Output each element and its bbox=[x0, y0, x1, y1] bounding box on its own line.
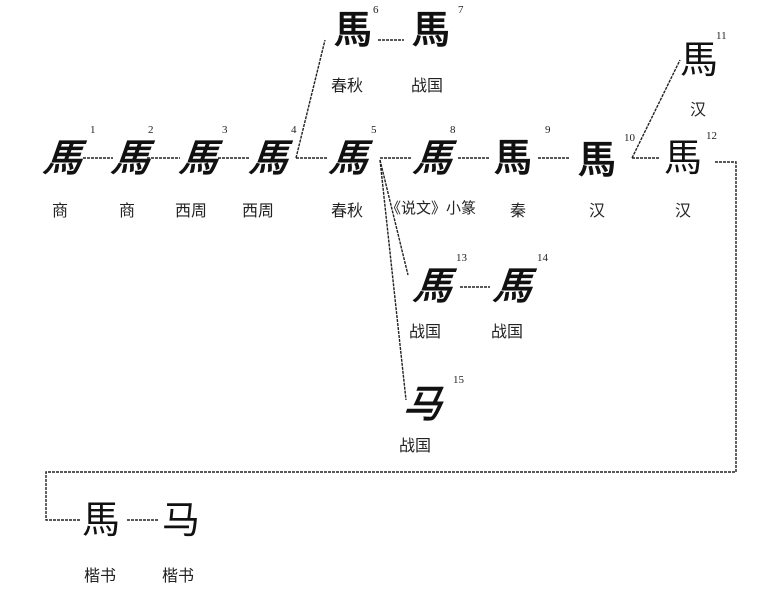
period-label-10: 汉 bbox=[589, 201, 606, 220]
glyph-4: 馬 bbox=[247, 135, 291, 180]
period-label-6: 春秋 bbox=[331, 76, 364, 95]
node-number-6: 6 bbox=[373, 4, 379, 16]
period-label-5: 春秋 bbox=[331, 201, 364, 220]
period-label-13: 战国 bbox=[409, 322, 442, 341]
period-label-1: 商 bbox=[52, 201, 69, 220]
glyph-10: 馬 bbox=[578, 137, 617, 182]
period-label-15: 战国 bbox=[399, 436, 432, 455]
glyph-11: 馬 bbox=[680, 38, 719, 82]
node-number-5: 5 bbox=[371, 124, 377, 136]
glyph-8: 馬 bbox=[411, 135, 455, 180]
node-number-15: 15 bbox=[453, 374, 464, 386]
glyph-5: 馬 bbox=[327, 135, 371, 180]
node-number-3: 3 bbox=[222, 124, 228, 136]
node-number-11: 11 bbox=[716, 30, 727, 42]
period-label-3: 西周 bbox=[175, 201, 208, 220]
node-number-2: 2 bbox=[148, 124, 154, 136]
node-number-9: 9 bbox=[545, 124, 551, 136]
glyph-17: 马 bbox=[162, 498, 201, 542]
glyph-2: 馬 bbox=[109, 135, 153, 180]
period-label-16: 楷书 bbox=[84, 566, 117, 585]
edge-4-6 bbox=[295, 39, 326, 159]
node-number-13: 13 bbox=[456, 252, 467, 264]
glyph-9: 馬 bbox=[494, 135, 533, 180]
period-label-8: 《说文》小篆 bbox=[386, 199, 477, 217]
glyph-7: 馬 bbox=[412, 7, 451, 52]
glyph-15: 马 bbox=[401, 381, 445, 426]
edge-12-16 bbox=[45, 161, 737, 521]
period-label-2: 商 bbox=[119, 201, 136, 220]
edge-10-11 bbox=[631, 59, 681, 159]
node-number-10: 10 bbox=[624, 132, 635, 144]
node-number-1: 1 bbox=[90, 124, 96, 136]
glyph-12: 馬 bbox=[664, 136, 703, 180]
period-label-17: 楷书 bbox=[162, 566, 195, 585]
edge-5-13 bbox=[379, 159, 409, 276]
glyph-14: 馬 bbox=[491, 263, 535, 308]
glyph-3: 馬 bbox=[177, 135, 221, 180]
glyph-13: 馬 bbox=[411, 263, 455, 308]
node-number-14: 14 bbox=[537, 252, 548, 264]
edge-5-15 bbox=[379, 159, 407, 401]
glyph-16: 馬 bbox=[82, 498, 121, 542]
node-number-8: 8 bbox=[450, 124, 456, 136]
period-label-14: 战国 bbox=[491, 322, 524, 341]
node-number-4: 4 bbox=[291, 124, 297, 136]
period-label-4: 西周 bbox=[242, 201, 275, 220]
glyph-1: 馬 bbox=[41, 135, 85, 180]
period-label-7: 战国 bbox=[411, 76, 444, 95]
node-number-12: 12 bbox=[706, 130, 717, 142]
node-number-7: 7 bbox=[458, 4, 464, 16]
glyph-6: 馬 bbox=[334, 7, 373, 52]
period-label-12: 汉 bbox=[675, 201, 692, 220]
period-label-11: 汉 bbox=[690, 100, 707, 119]
period-label-9: 秦 bbox=[510, 201, 527, 220]
